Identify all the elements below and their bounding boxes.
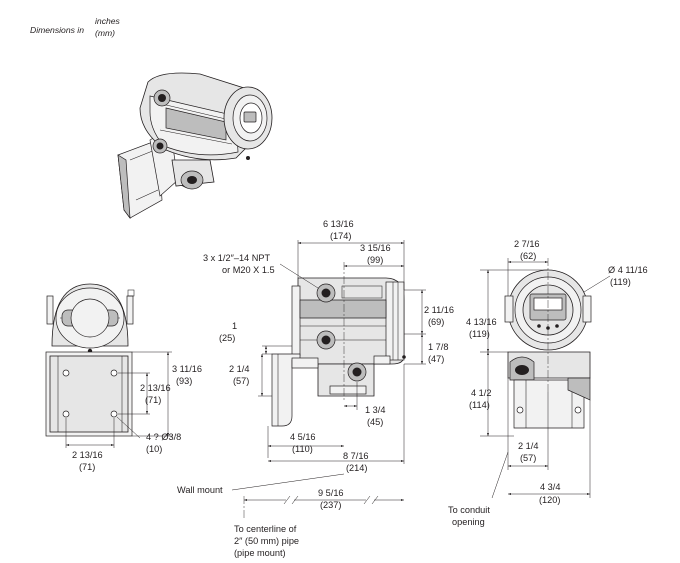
pipe-note-1: To centerline of bbox=[234, 524, 297, 534]
rear-view-icon bbox=[45, 283, 135, 437]
side-bracket-d-in: 4 5/16 bbox=[290, 432, 316, 442]
side-width-mm: (174) bbox=[330, 231, 351, 241]
side-depth-mm: (214) bbox=[346, 463, 367, 473]
side-gap-in: 1 bbox=[232, 321, 237, 331]
rear-view-dimensions: 3 11/16 (93) 2 13/16 (71) 4 ? Ø3/8 (10) … bbox=[65, 351, 202, 472]
side-conduit-off-in: 1 3/4 bbox=[365, 405, 385, 415]
side-lower-mm: (47) bbox=[428, 354, 444, 364]
rear-holes-in: 4 ? Ø3/8 bbox=[146, 432, 181, 442]
side-conduit-note-1: 3 x 1/2″–14 NPT bbox=[203, 253, 270, 263]
units-mm: (mm) bbox=[95, 28, 115, 38]
units-note: Dimensions in inches (mm) bbox=[30, 16, 121, 38]
rear-plate-height-in: 3 11/16 bbox=[172, 364, 202, 374]
front-conduit-note-2: opening bbox=[452, 517, 485, 527]
front-dia-mm: (119) bbox=[610, 277, 631, 287]
side-bracket-h-in: 2 1/4 bbox=[229, 364, 249, 374]
front-width-in: 4 3/4 bbox=[540, 482, 560, 492]
side-housing-mm: (69) bbox=[428, 317, 444, 327]
side-view-icon bbox=[271, 277, 406, 427]
side-bracket-d-mm: (110) bbox=[292, 444, 313, 454]
side-center-in: 3 15/16 bbox=[360, 243, 391, 253]
side-center-mm: (99) bbox=[367, 255, 383, 265]
wall-mount-label: Wall mount bbox=[177, 485, 223, 495]
front-housing-mm: (119) bbox=[469, 329, 490, 339]
units-label: Dimensions in bbox=[30, 25, 84, 35]
rear-hole-h-in: 2 13/16 bbox=[72, 450, 103, 460]
side-lower-in: 1 7/8 bbox=[428, 342, 448, 352]
rear-plate-height-mm: (93) bbox=[176, 376, 192, 386]
front-cover-off-in: 2 7/16 bbox=[514, 239, 540, 249]
rear-hole-v-in: 2 13/16 bbox=[140, 383, 171, 393]
side-pipe-mm: (237) bbox=[320, 500, 341, 510]
side-depth-in: 8 7/16 bbox=[343, 451, 369, 461]
front-width-mm: (120) bbox=[539, 495, 560, 505]
side-width-in: 6 13/16 bbox=[323, 219, 354, 229]
front-conduit-off-in: 2 1/4 bbox=[518, 441, 538, 451]
side-housing-in: 2 11/16 bbox=[424, 305, 454, 315]
rear-hole-v-mm: (71) bbox=[145, 395, 161, 405]
pipe-note-2: 2″ (50 mm) pipe bbox=[234, 536, 299, 546]
rear-hole-h-mm: (71) bbox=[79, 462, 95, 472]
front-housing-in: 4 13/16 bbox=[466, 317, 497, 327]
front-conduit-note-1: To conduit bbox=[448, 505, 490, 515]
front-conduit-off-mm: (57) bbox=[520, 453, 536, 463]
units-inches: inches bbox=[95, 16, 121, 26]
rear-holes-mm: (10) bbox=[146, 444, 162, 454]
front-bracket-h-in: 4 1/2 bbox=[471, 388, 491, 398]
side-conduit-off-mm: (45) bbox=[367, 417, 383, 427]
front-view-dimensions: 2 7/16 (62) Ø 4 11/16 (119) 4 13/16 (119… bbox=[448, 239, 648, 527]
front-cover-off-mm: (62) bbox=[520, 251, 536, 261]
side-pipe-in: 9 5/16 bbox=[318, 488, 344, 498]
side-bracket-h-mm: (57) bbox=[233, 376, 249, 386]
front-dia-in: Ø 4 11/16 bbox=[608, 265, 648, 275]
pipe-note-3: (pipe mount) bbox=[234, 548, 286, 558]
side-conduit-note-2: or M20 X 1.5 bbox=[222, 265, 275, 275]
side-view-dimensions: 6 13/16 (174) 3 15/16 (99) 3 x 1/2″–14 N… bbox=[177, 219, 454, 558]
side-gap-mm: (25) bbox=[219, 333, 235, 343]
transmitter-isometric-icon bbox=[117, 72, 273, 220]
front-bracket-h-mm: (114) bbox=[469, 400, 490, 410]
